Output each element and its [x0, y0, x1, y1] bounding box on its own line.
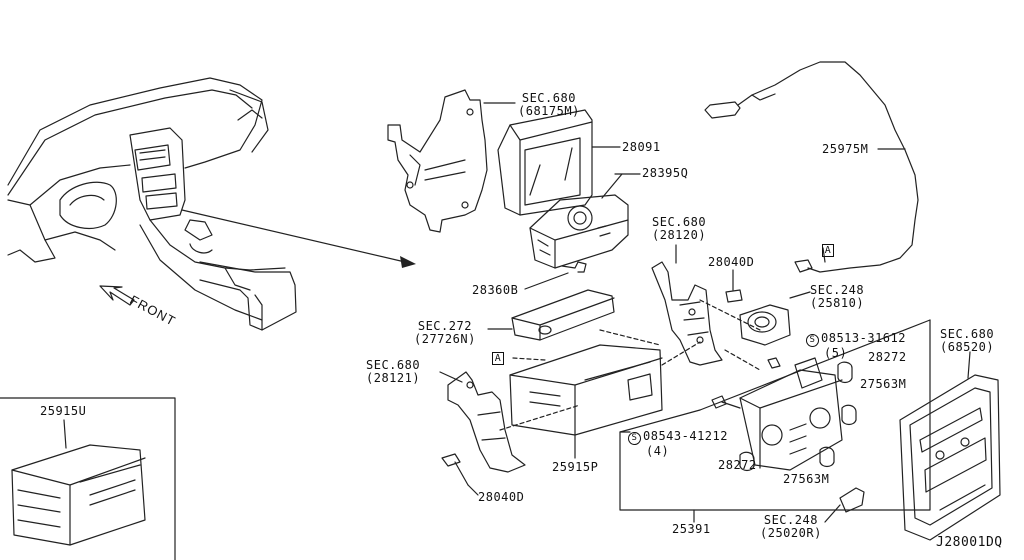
quantity: (5)	[824, 346, 848, 360]
label-line: (68520)	[940, 340, 995, 354]
bracket-28120	[651, 244, 723, 366]
front-arrow	[99, 285, 135, 306]
label-line: (68175M)	[518, 104, 580, 118]
label-sec248-25810: SEC.248 (25810)	[810, 284, 864, 310]
screw-28360b	[524, 261, 587, 290]
leader-arrow	[181, 209, 406, 263]
bracket-68175m	[387, 89, 516, 233]
screw-28040d-top	[725, 269, 743, 303]
ref-marker-box: A	[822, 244, 834, 257]
diagram-code: J28001DQ	[936, 535, 1003, 550]
inset-box	[0, 397, 176, 560]
ref-marker-box: A	[492, 352, 504, 365]
dashed-line-2	[699, 299, 761, 331]
quantity: (4)	[646, 444, 670, 458]
label-25915u: 25915U	[40, 404, 87, 418]
ref-marker-a-top: A	[822, 244, 834, 257]
label-line: (25810)	[810, 296, 865, 310]
label-sec248-25020r: SEC.248 (25020R)	[760, 514, 822, 540]
label-line: SEC.680	[652, 215, 707, 229]
label-sec680-28121: SEC.680 (28121)	[366, 359, 420, 385]
screw-symbol-icon: S	[806, 334, 819, 347]
label-25391: 25391	[672, 522, 711, 536]
dashed-line-1	[599, 329, 661, 346]
ref-marker-a-unit: A	[492, 352, 504, 365]
dashed-line-3	[724, 349, 761, 371]
label-line: SEC.272	[417, 319, 472, 333]
screw-28040d-bottom	[441, 453, 479, 496]
label-sec680-68175m: SEC.680 (68175M)	[518, 92, 580, 118]
cable-25975m	[704, 61, 919, 273]
label-28360b: 28360B	[472, 283, 519, 297]
label-28040d-bottom: 28040D	[478, 490, 525, 504]
part-number: 08543-41212	[643, 429, 728, 443]
label-25975m: 25975M	[822, 142, 869, 156]
bracket-28121	[439, 371, 581, 473]
label-28272-bottom: 28272	[718, 458, 757, 472]
label-line: SEC.680	[521, 91, 576, 105]
fuse-25020r	[824, 487, 865, 523]
label-line: SEC.248	[810, 283, 865, 297]
speaker-25810	[739, 291, 811, 346]
label-27563m-bottom: 27563M	[783, 472, 830, 486]
label-sec680-28120: SEC.680 (28120)	[652, 216, 706, 242]
label-line: (28121)	[366, 371, 421, 385]
display-28091	[497, 109, 621, 216]
dashboard-illustration	[7, 77, 297, 331]
climate-control-25391	[619, 319, 931, 523]
control-panel-28395q	[529, 173, 641, 269]
bezel-68520	[899, 351, 1001, 541]
label-sec680-68520: SEC.680 (68520)	[940, 328, 994, 354]
label-sec272-27726n: SEC.272 (27726N)	[414, 320, 476, 346]
label-28040d-top: 28040D	[708, 255, 755, 269]
label-line: SEC.680	[940, 327, 995, 341]
label-27563m-top: 27563M	[860, 377, 907, 391]
label-25915p: 25915P	[552, 460, 599, 474]
label-line: SEC.680	[366, 358, 421, 372]
label-line: (28120)	[652, 228, 707, 242]
label-line: (27726N)	[414, 332, 476, 346]
unit-25915p	[509, 341, 701, 459]
label-28091: 28091	[622, 140, 661, 154]
part-27726n	[487, 289, 615, 341]
label-28395q: 28395Q	[642, 166, 689, 180]
part-number: 08513-31612	[821, 331, 906, 345]
screw-symbol-icon: S	[628, 432, 641, 445]
label-28272-top: 28272	[868, 350, 907, 364]
arrow-head	[400, 256, 416, 268]
label-line: SEC.248	[763, 513, 818, 527]
label-line: (25020R)	[760, 526, 822, 540]
